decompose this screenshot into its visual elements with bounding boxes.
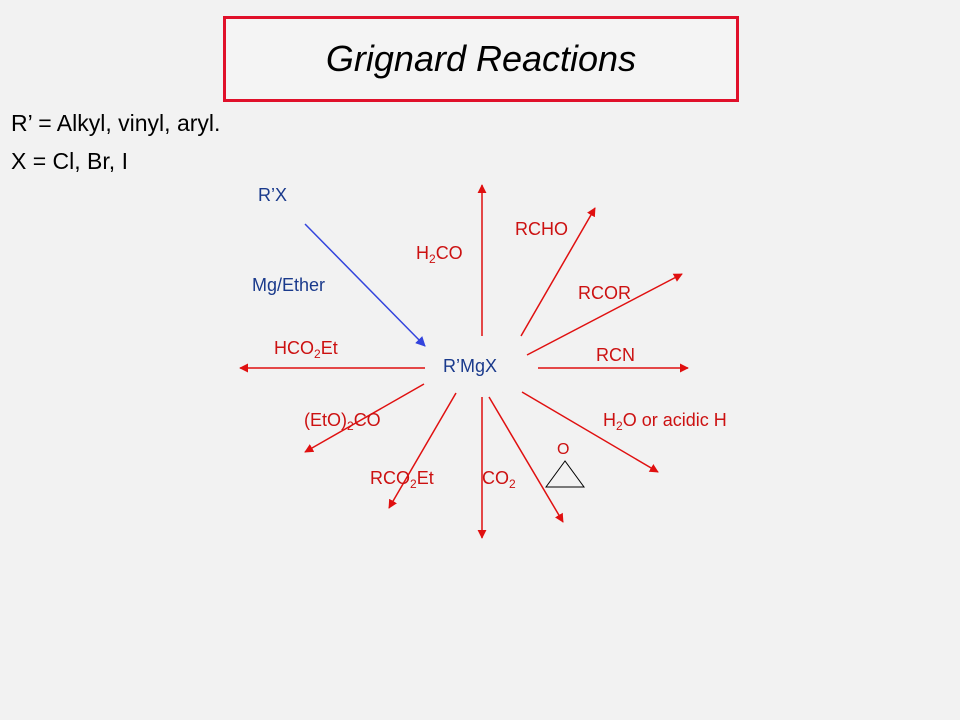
arrow-epoxide [488,396,564,523]
label-mg-ether: Mg/Ether [252,275,326,295]
label-rcor: RCOR [578,283,631,303]
arrow-eto2co [304,383,425,453]
label-co2: CO2 [482,468,516,491]
arrow-rcor [526,273,683,356]
formation-arrow [304,223,426,347]
label-hco2et: HCO2Et [274,338,338,361]
page-title: Grignard Reactions [325,38,637,79]
label-grignard-reagent: R’MgX [443,356,498,376]
epoxide-ring [545,460,585,488]
title-box: Grignard Reactions [223,16,739,102]
label-rco2et: RCO2Et [370,468,434,491]
label-rcn: RCN [596,345,635,365]
label-water: H2O or acidic H [603,410,727,433]
definition-r-prime: R’ = Alkyl, vinyl, aryl. [11,110,221,136]
arrow-water [521,391,659,473]
arrow-rcho [520,207,596,337]
label-eto2co: (EtO)2CO [304,410,381,433]
label-h2co: H2CO [416,243,463,266]
label-epoxide-oxygen: O [557,441,570,458]
label-rcho: RCHO [515,219,568,239]
label-rx: R’X [258,185,288,205]
definition-x: X = Cl, Br, I [11,148,128,174]
arrow-rco2et [388,392,457,509]
